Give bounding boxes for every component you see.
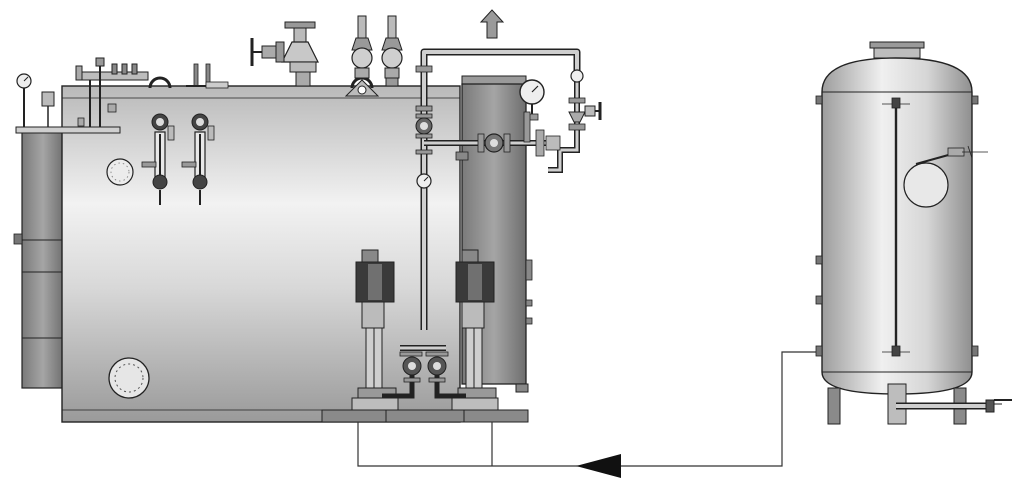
pressure-gauge-icon [16,73,55,127]
cross-connection [424,111,561,161]
boiler-handhole-upper [106,158,134,186]
boiler-front-panel [21,129,65,389]
boiler [13,9,602,423]
feed-water-tank [815,41,1012,425]
tank-float [903,145,988,208]
boiler-lifting-lug [148,63,374,89]
steam-line-right [548,69,602,173]
return-flow-arrow-icon [576,454,621,478]
tank-leg [827,387,841,425]
tank-outlet-valve-icon [896,399,1012,413]
tank-level-glass [882,97,910,357]
valve-icon [415,113,433,189]
boiler-manhole-lower [108,357,150,399]
condensate-return-line [357,351,822,478]
safety-valve-left [344,15,380,97]
feed-pipe-top [415,48,581,330]
pump-manifold [382,345,466,399]
main-steam-valve-icon [250,21,319,87]
safety-valve-right [381,15,403,87]
pressure-gauge-icon [519,79,545,121]
steam-outlet-arrow-icon [479,9,505,39]
feed-pump-left [355,249,397,399]
boiler-top-rail [15,126,121,134]
pump-base-skid [321,397,529,423]
water-level-gauge-right [181,113,215,205]
feed-pump-right [455,249,497,399]
water-level-gauge-left [141,113,175,205]
